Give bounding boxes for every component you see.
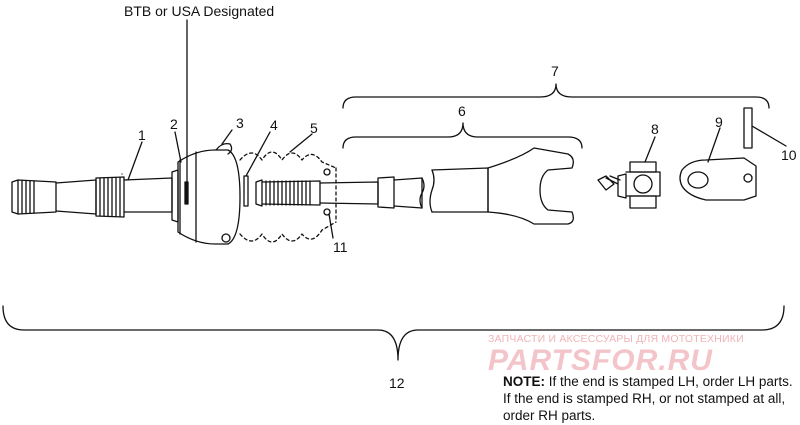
shaft-part-1: [11, 141, 179, 223]
yoke-bracket-part-9: [679, 127, 757, 201]
callout-2: 2: [170, 116, 178, 132]
bracket-7: [342, 83, 770, 109]
watermark-tagline: ЗАПЧАСТИ И АКСЕССУАРЫ ДЛЯ МОТОТЕХНИКИ: [488, 333, 744, 345]
leader-4: [245, 131, 271, 177]
watermark: ЗАПЧАСТИ И АКСЕССУАРЫ ДЛЯ МОТОТЕХНИКИ PA…: [488, 333, 788, 378]
callout-11: 11: [333, 239, 348, 255]
callout-1: 1: [138, 127, 146, 143]
leader-9: [707, 127, 721, 163]
propshaft-part-6: [255, 147, 574, 239]
callout-8: 8: [651, 121, 659, 137]
leader-11: [328, 213, 334, 239]
note-prefix: NOTE:: [503, 374, 545, 389]
callout-9: 9: [715, 114, 723, 130]
callout-10: 10: [781, 147, 797, 163]
pin-part-10: [743, 107, 787, 149]
callout-4: 4: [270, 117, 278, 133]
callout-7: 7: [551, 63, 559, 79]
leader-1: [127, 141, 143, 181]
cv-housing-part-2: [174, 131, 241, 245]
bracket-12: [2, 305, 785, 361]
leader-3: [221, 129, 233, 145]
leader-8: [644, 136, 656, 163]
leader-2: [174, 131, 182, 163]
boot-part-5: [239, 151, 337, 243]
grease-fitting-part-8: [597, 136, 661, 209]
callout-6: 6: [458, 103, 466, 119]
order-note: NOTE: If the end is stamped LH, order LH…: [503, 373, 798, 424]
note-text: If the end is stamped LH, order LH parts…: [503, 374, 793, 423]
callout-12: 12: [389, 375, 405, 391]
callout-5: 5: [310, 120, 318, 136]
leader-5: [289, 133, 313, 153]
clamp-part-3: [215, 129, 233, 243]
snap-ring-part-4: [243, 131, 271, 207]
designation-heading: BTB or USA Designated: [124, 3, 275, 19]
leader-10: [751, 125, 787, 147]
watermark-brand: PARTSFOR.RU: [488, 344, 713, 377]
callout-3: 3: [236, 115, 244, 131]
bracket-6: [342, 122, 583, 149]
